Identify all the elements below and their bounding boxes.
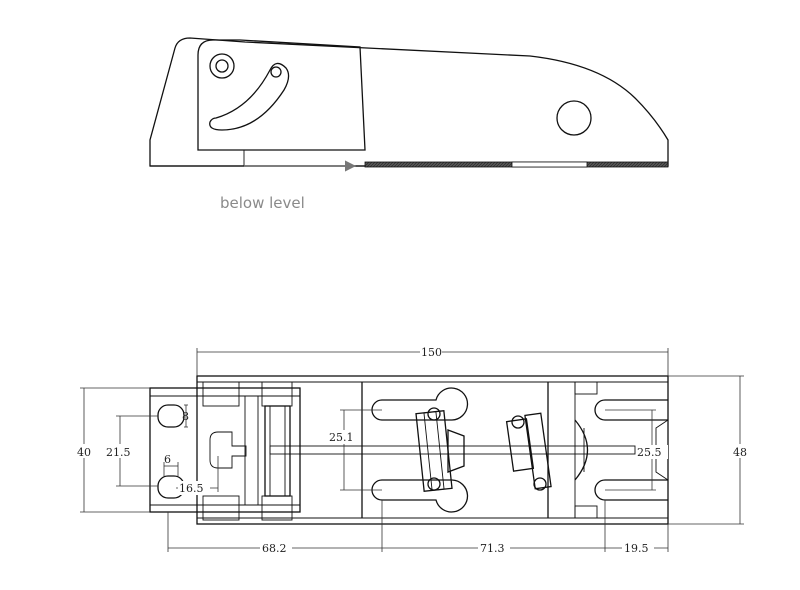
cam-arc [574, 419, 588, 481]
left-slot-upper [157, 404, 185, 428]
hinge-tab-upper-1 [202, 381, 240, 407]
right-slot-lower [594, 479, 668, 501]
right-tab-lower [574, 505, 598, 519]
dim-slot-height: 8 [182, 410, 189, 423]
hinge-tab-lower-2 [261, 495, 293, 521]
dim-slot-offset: 16.5 [179, 482, 204, 495]
hinge-tab-upper-2 [261, 381, 293, 407]
side-view-body-outline [149, 37, 669, 167]
top-view-lever-block [149, 387, 301, 513]
side-view: below level [149, 37, 669, 212]
dim-segment-middle: 71.3 [480, 542, 505, 555]
dimension-lines [80, 348, 744, 552]
cam-slot-lower [371, 479, 469, 513]
side-view-pivot-hole [215, 59, 229, 73]
side-view-mount-hole [556, 100, 592, 136]
right-tab-upper [574, 381, 598, 395]
side-view-lever-step [198, 149, 245, 166]
right-slot-upper [594, 399, 668, 421]
dim-segment-right: 19.5 [624, 542, 649, 555]
dim-overall-height: 48 [733, 446, 747, 459]
cam-slot-upper [371, 387, 469, 421]
side-view-pivot-ring [209, 53, 235, 79]
side-view-lever-plate [197, 39, 366, 151]
hinge-tab-lower-1 [202, 495, 240, 521]
lever-notch [209, 431, 247, 469]
dimension-labels: 150 48 40 21.5 8 6 16.5 25.1 25.5 68.2 7… [76, 345, 750, 555]
top-view [149, 375, 669, 525]
central-rod [269, 445, 636, 455]
top-view-body [196, 375, 669, 525]
dim-slot-pitch: 21.5 [106, 446, 131, 459]
right-bracket [505, 412, 552, 491]
dim-slot-width: 6 [164, 453, 171, 466]
side-view-base-gap [511, 161, 588, 168]
dim-overall-length: 150 [421, 346, 442, 359]
dim-segment-left: 68.2 [262, 542, 287, 555]
side-view-slot-pin [270, 66, 282, 78]
hinge-cylinder [264, 405, 291, 497]
dim-right-slot-pitch: 25.5 [637, 446, 662, 459]
dim-left-height: 40 [77, 446, 91, 459]
middle-bracket [415, 407, 465, 492]
dim-center-distance: 25.1 [329, 431, 354, 444]
side-view-curved-slot [209, 62, 290, 131]
side-view-caption: below level [220, 194, 305, 212]
